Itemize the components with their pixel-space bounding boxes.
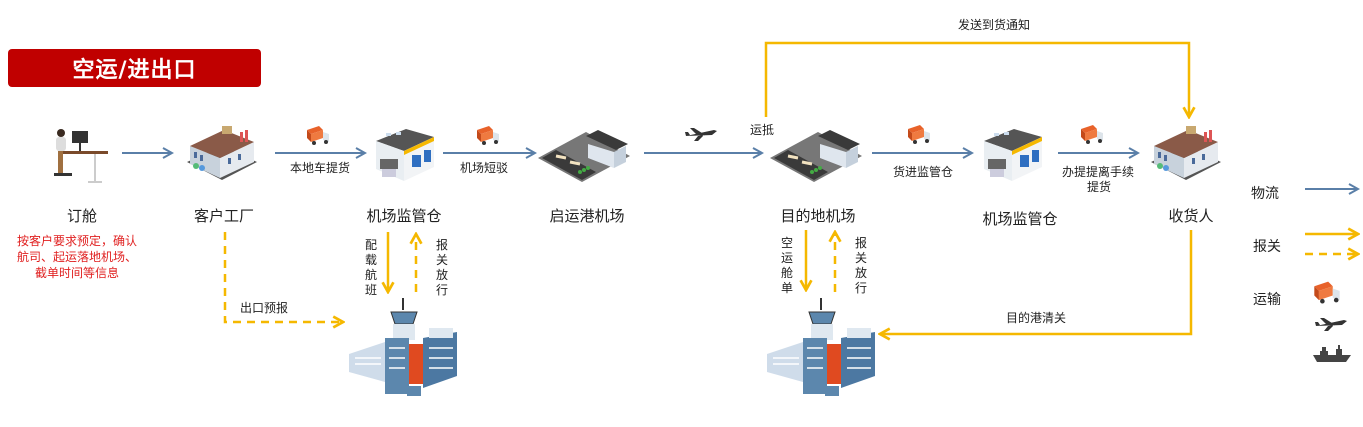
edge-label-to-bonded: 货进监管仓 xyxy=(893,165,954,179)
flow-dest-clearance xyxy=(880,230,1193,334)
factory-icon xyxy=(1151,126,1221,180)
edge-label-arrival: 运抵 xyxy=(750,123,775,137)
booking-note-line: 航司、起运落地机场、 xyxy=(16,250,137,264)
factory-icon xyxy=(187,126,257,180)
node-label-dest-airport: 目的地机场 xyxy=(780,207,856,225)
customs-building-icon xyxy=(349,298,457,396)
edge-label-airport-transfer: 机场短驳 xyxy=(460,161,509,175)
node-label-consignee: 收货人 xyxy=(1168,207,1214,225)
truck-icon xyxy=(307,126,329,145)
edge-label-arrival-notice: 发送到货通知 xyxy=(958,18,1031,32)
booking-note-line: 按客户要求预定，确认 xyxy=(16,234,137,248)
person-desk-icon xyxy=(54,129,108,183)
edge-label-release-pickup: 办提提离手续 xyxy=(1062,165,1135,179)
edge-label-local-pickup: 本地车提货 xyxy=(290,161,351,175)
truck-icon xyxy=(1081,125,1103,144)
airplane-icon xyxy=(1315,318,1347,331)
legend-label-transport: 运输 xyxy=(1253,292,1281,308)
booking-note: 按客户要求预定，确认 航司、起运落地机场、 截单时间等信息 xyxy=(2,233,152,281)
edge-label-customs-release: 报关放行 xyxy=(435,238,448,297)
legend-label-logistics: 物流 xyxy=(1251,186,1279,202)
edge-label-dest-clearance: 目的港清关 xyxy=(1006,311,1067,325)
page-title: 空运/进出口 xyxy=(8,49,261,87)
customs-building-icon xyxy=(767,298,875,396)
ship-icon xyxy=(1313,345,1351,362)
edge-label-customs-release-dest: 报关放行 xyxy=(854,236,867,295)
warehouse-icon xyxy=(984,129,1042,181)
node-label-factory: 客户工厂 xyxy=(193,207,255,225)
airplane-icon xyxy=(685,128,717,141)
edge-label-export-declaration: 出口预报 xyxy=(240,301,289,315)
truck-icon xyxy=(477,126,499,145)
edge-label-flight-allocation: 配载航班 xyxy=(364,238,377,297)
node-label-origin-airport: 启运港机场 xyxy=(549,207,625,225)
flow-arrival-notice xyxy=(764,41,1189,117)
edge-label-air-waybill: 空运舱单 xyxy=(780,236,793,295)
airport-icon xyxy=(538,130,630,182)
flow-export-declaration xyxy=(223,232,343,322)
node-label-booking: 订舱 xyxy=(66,207,98,225)
legend-label-customs: 报关 xyxy=(1253,239,1281,255)
edge-label-release-pickup-2: 提货 xyxy=(1087,180,1112,194)
node-label-warehouse-dest: 机场监管仓 xyxy=(982,210,1058,228)
truck-icon xyxy=(908,125,930,144)
node-label-warehouse-origin: 机场监管仓 xyxy=(366,207,442,225)
truck-icon xyxy=(1314,281,1340,304)
booking-note-line: 截单时间等信息 xyxy=(34,266,119,280)
airport-icon xyxy=(770,130,862,182)
warehouse-icon xyxy=(376,129,434,181)
